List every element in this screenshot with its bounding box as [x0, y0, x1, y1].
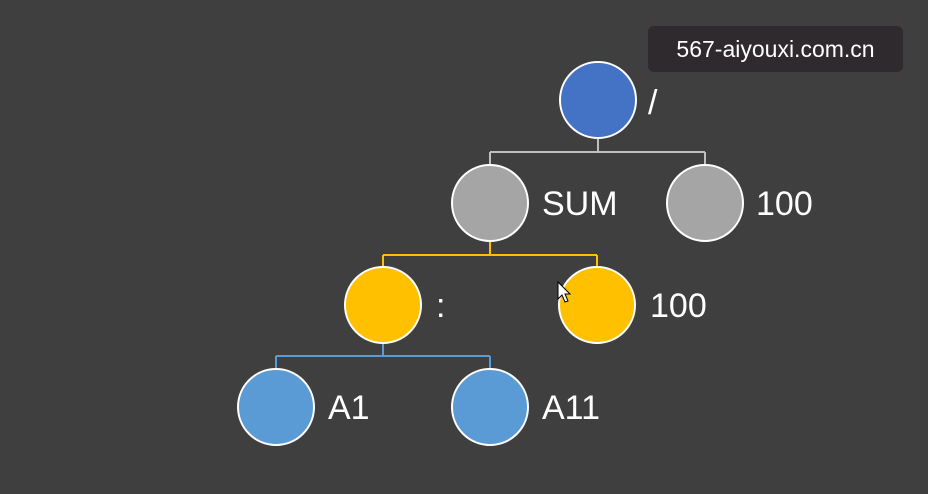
sum-connector	[382, 241, 598, 267]
a11-node-label: A11	[542, 389, 600, 427]
sum-node	[451, 164, 529, 242]
colon-node	[344, 266, 422, 344]
colon-node-label: :	[436, 287, 445, 325]
mouse-cursor-icon	[557, 280, 572, 303]
hundred-b-node-label: 100	[650, 287, 707, 325]
hundred-b-node	[558, 266, 636, 344]
a11-node	[451, 368, 529, 446]
root-node-label: /	[648, 84, 658, 122]
a1-node-label: A1	[328, 389, 370, 427]
a1-node	[237, 368, 315, 446]
colon-connector	[275, 343, 491, 368]
hundred-a-node	[666, 164, 744, 242]
hundred-a-node-label: 100	[756, 185, 813, 223]
sum-node-label: SUM	[542, 185, 618, 223]
root-connector	[489, 138, 706, 164]
watermark: 567-aiyouxi.com.cn	[648, 26, 903, 72]
root-node	[559, 61, 637, 139]
